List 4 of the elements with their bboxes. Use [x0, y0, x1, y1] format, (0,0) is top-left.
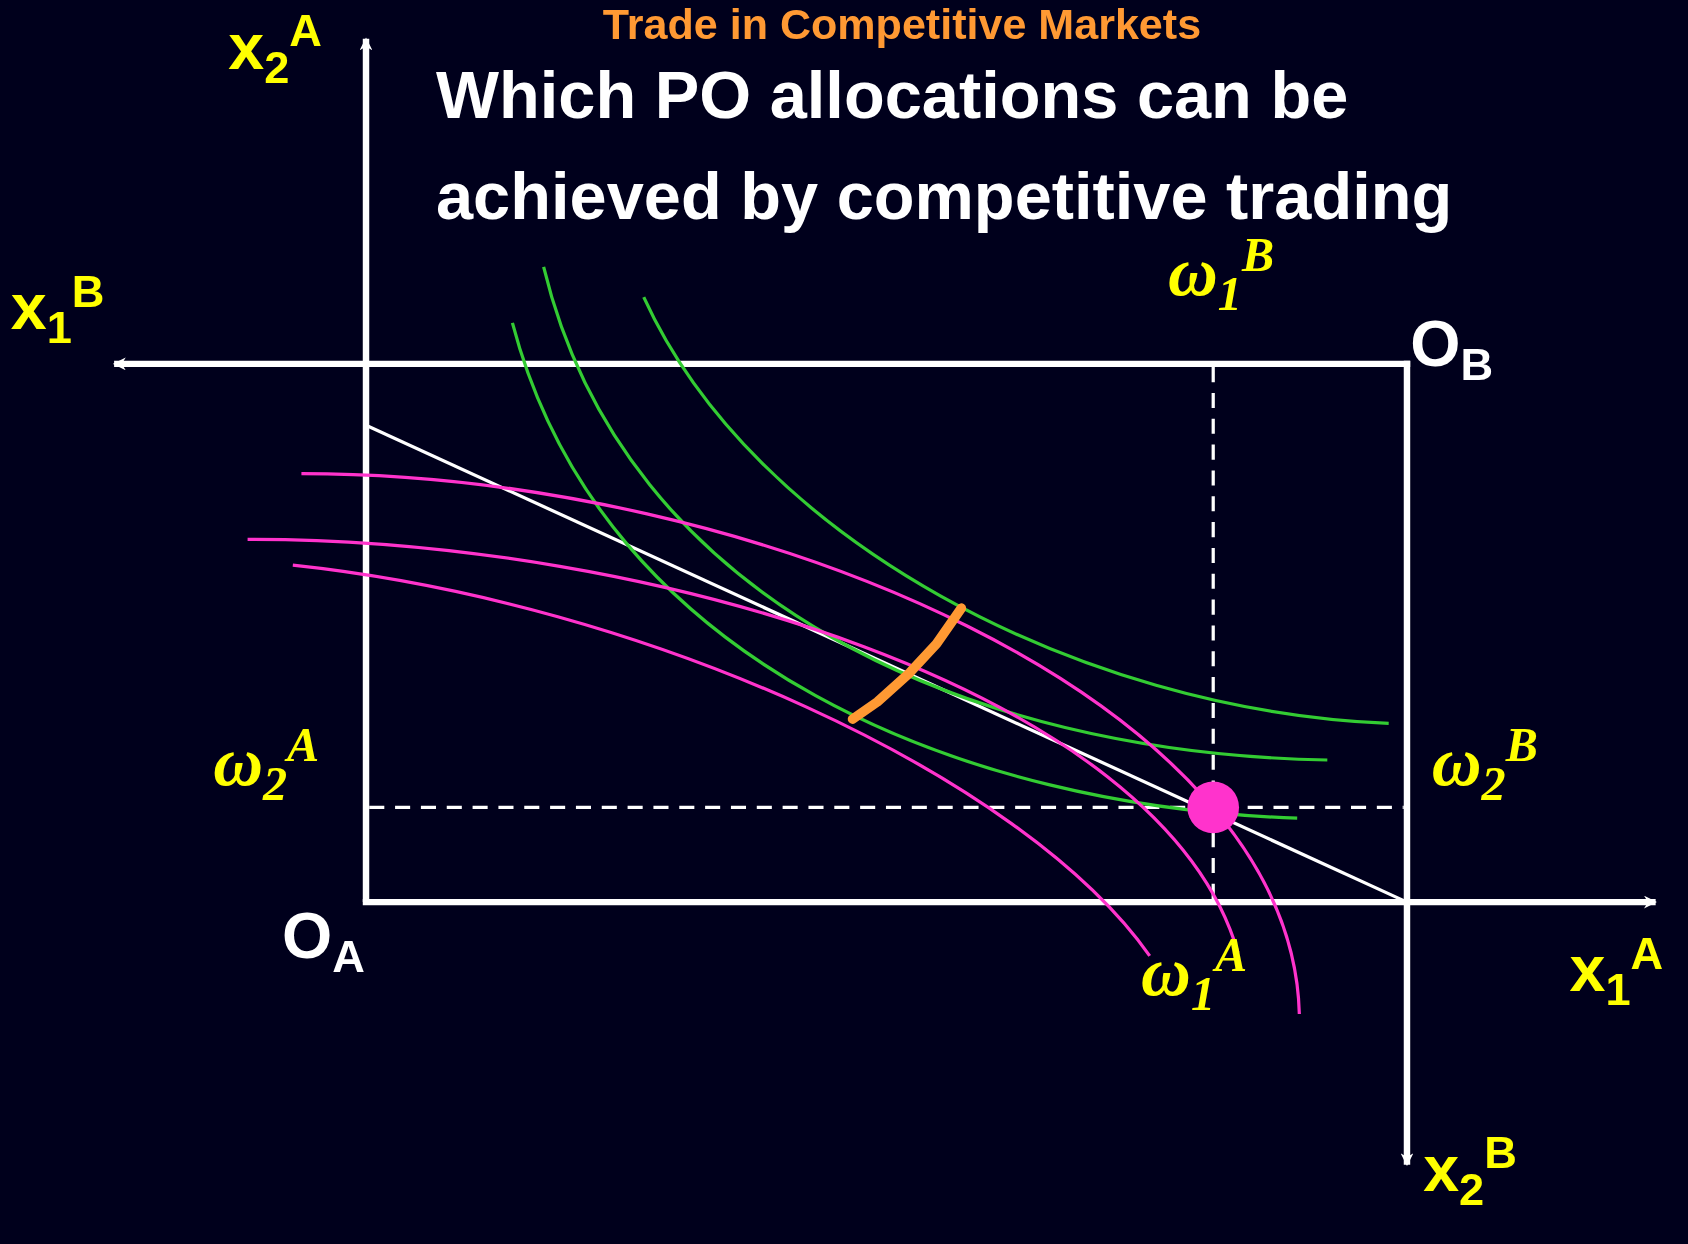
heading-text: Which PO allocations can be achieved by competitive trading	[436, 57, 1454, 235]
origin-label: O$_{A}$	[282, 904, 365, 980]
slide-title: Trade in Competitive Markets	[602, 2, 1202, 46]
origin-label: O$_{B}$	[1410, 312, 1494, 388]
